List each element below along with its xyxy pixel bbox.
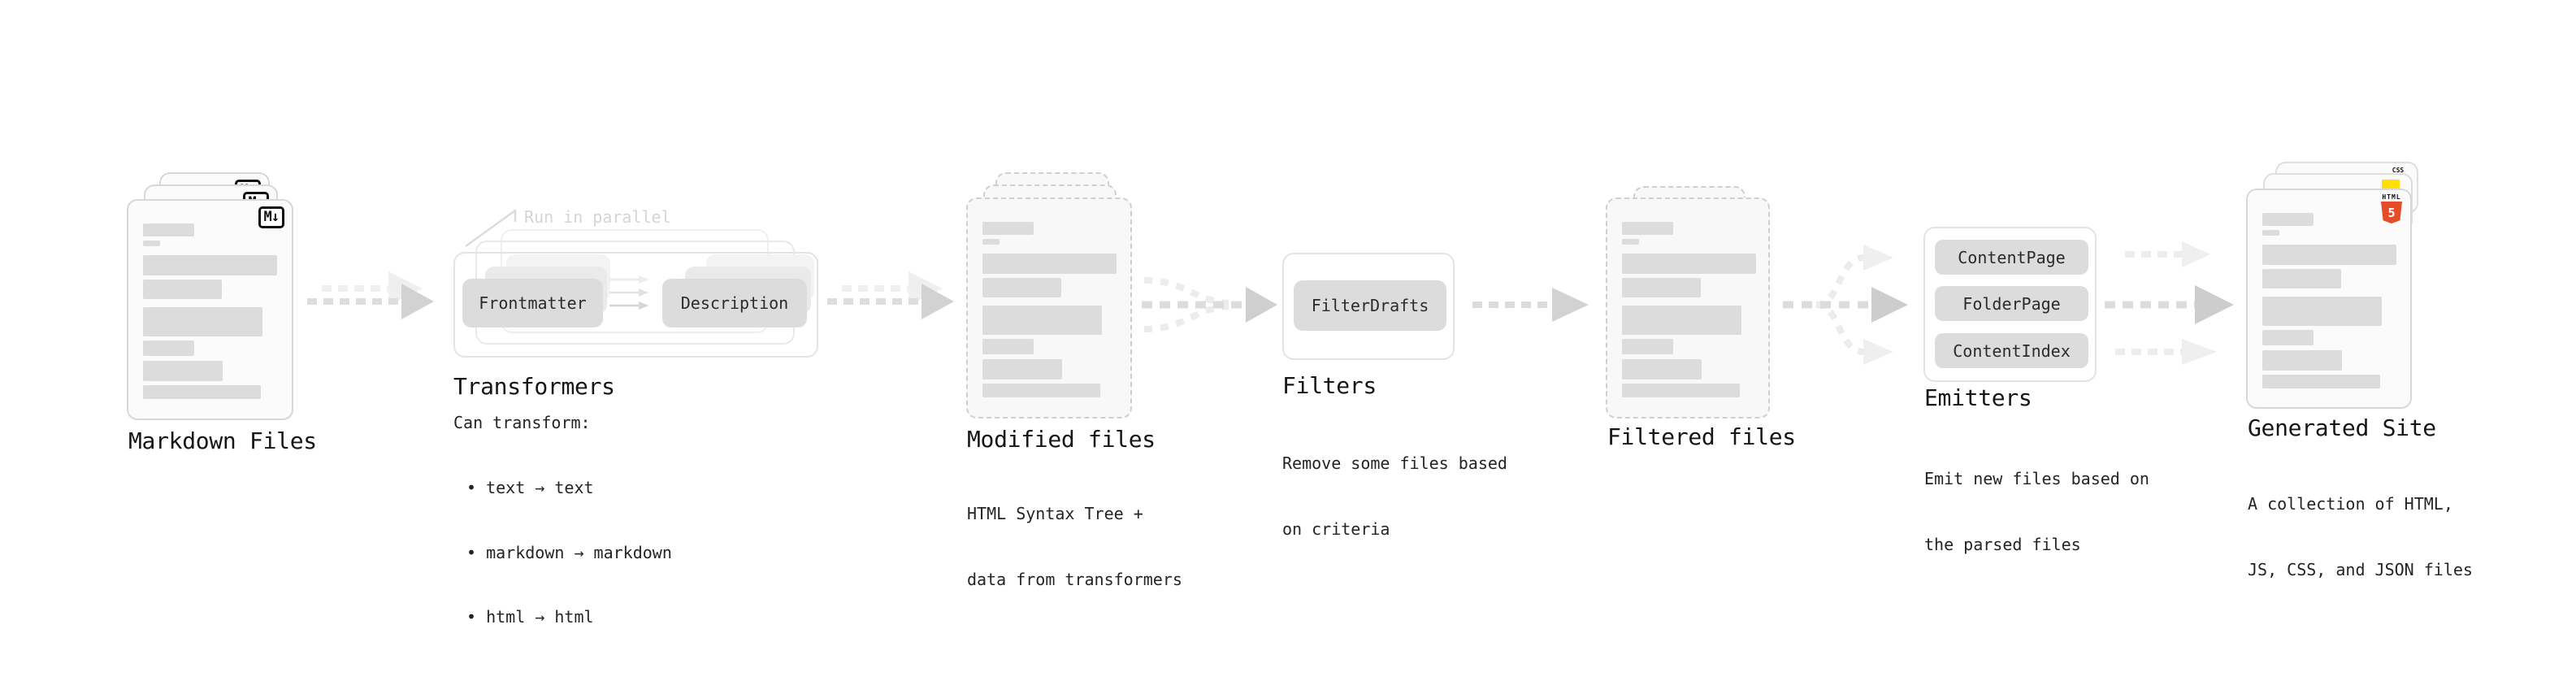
doc-line bbox=[982, 254, 1117, 274]
doc-line bbox=[2262, 230, 2279, 236]
doc-line bbox=[2262, 350, 2342, 371]
javascript-icon bbox=[2382, 180, 2400, 189]
emitters-desc: Emit new files based on the parsed files bbox=[1924, 424, 2149, 600]
doc-line bbox=[143, 361, 223, 381]
desc-line: the parsed files bbox=[1924, 535, 2081, 554]
doc-line bbox=[2262, 269, 2341, 288]
modified-files-desc: HTML Syntax Tree + data from transformer… bbox=[967, 459, 1182, 635]
generated-site-title: Generated Site bbox=[2248, 414, 2436, 441]
annotation-leader-line-icon bbox=[465, 209, 517, 248]
doc-line bbox=[1622, 254, 1756, 274]
doc-line bbox=[1622, 306, 1741, 335]
desc-line: Remove some files based bbox=[1282, 453, 1507, 473]
generated-site-stack: CSS HTML 5 bbox=[2246, 162, 2418, 410]
arrow-emitters-to-generated-icon bbox=[2105, 241, 2234, 365]
doc-line bbox=[1622, 384, 1740, 397]
bullet-item: • markdown → markdown bbox=[466, 542, 672, 562]
doc-line bbox=[2262, 297, 2382, 326]
doc-line bbox=[1622, 278, 1701, 297]
filtered-file-card-front bbox=[1606, 197, 1770, 419]
parallel-arrows-icon bbox=[609, 275, 648, 310]
doc-line bbox=[143, 307, 262, 336]
filtered-files-stack bbox=[1606, 186, 1776, 422]
modified-files-title: Modified files bbox=[967, 426, 1156, 453]
folderpage-pill: FolderPage bbox=[1935, 286, 2088, 321]
doc-line bbox=[982, 278, 1061, 297]
doc-line bbox=[143, 280, 222, 299]
transformers-group: Frontmatter Description bbox=[453, 229, 821, 361]
doc-line bbox=[2262, 213, 2314, 226]
arrow-markdown-to-transformers-icon bbox=[307, 271, 434, 319]
arrow-transformers-to-modified-icon bbox=[827, 271, 954, 319]
desc-line: on criteria bbox=[1282, 519, 1390, 539]
markdown-file-card-front: M↓ bbox=[127, 199, 293, 420]
contentindex-pill: ContentIndex bbox=[1935, 333, 2088, 368]
doc-line bbox=[982, 339, 1034, 354]
transformers-bullets: • text → text • markdown → markdown • ht… bbox=[466, 434, 672, 671]
markdown-files-title: Markdown Files bbox=[128, 427, 317, 454]
doc-line bbox=[1622, 222, 1673, 235]
doc-line bbox=[982, 384, 1100, 397]
run-in-parallel-label: Run in parallel bbox=[524, 207, 671, 227]
doc-line bbox=[143, 255, 277, 275]
doc-line bbox=[2262, 245, 2396, 265]
generated-file-card-front: HTML 5 bbox=[2246, 189, 2412, 409]
transformers-desc: Can transform: bbox=[453, 413, 591, 432]
emitters-title: Emitters bbox=[1924, 384, 2032, 411]
desc-line: Emit new files based on bbox=[1924, 469, 2149, 488]
bullet-item: • html → html bbox=[466, 607, 594, 627]
doc-line bbox=[982, 239, 1000, 245]
doc-line bbox=[143, 223, 194, 236]
filters-title: Filters bbox=[1282, 372, 1377, 399]
markdown-icon: M↓ bbox=[258, 206, 284, 228]
doc-line bbox=[1622, 339, 1673, 354]
desc-line: JS, CSS, and JSON files bbox=[2248, 560, 2473, 579]
desc-line: HTML Syntax Tree + bbox=[967, 504, 1143, 523]
contentpage-pill: ContentPage bbox=[1935, 240, 2088, 275]
css-icon-label: CSS bbox=[2392, 167, 2405, 174]
doc-line bbox=[1622, 239, 1639, 245]
bullet-item: • text → text bbox=[466, 478, 594, 497]
doc-line bbox=[2262, 330, 2314, 345]
generated-site-desc: A collection of HTML, JS, CSS, and JSON … bbox=[2248, 449, 2473, 625]
arrow-filters-to-filtered-icon bbox=[1472, 288, 1589, 322]
desc-line: A collection of HTML, bbox=[2248, 494, 2453, 514]
markdown-files-stack: M↓ M↓ M↓ bbox=[127, 162, 330, 422]
filtered-files-title: Filtered files bbox=[1607, 423, 1796, 450]
doc-line bbox=[143, 385, 261, 399]
modified-file-card-front bbox=[966, 197, 1132, 419]
modified-files-stack bbox=[966, 172, 1137, 420]
desc-line: data from transformers bbox=[967, 570, 1182, 589]
doc-line bbox=[2262, 375, 2380, 388]
filterdrafts-pill: FilterDrafts bbox=[1294, 280, 1446, 331]
html5-icon-shield: 5 bbox=[2381, 202, 2402, 223]
transformers-title: Transformers bbox=[453, 373, 615, 400]
filters-desc: Remove some files based on criteria bbox=[1282, 409, 1507, 584]
doc-line bbox=[982, 306, 1102, 335]
filters-panel: FilterDrafts bbox=[1282, 253, 1455, 360]
arrow-modified-to-filters-icon bbox=[1142, 277, 1277, 332]
description-pill: Description bbox=[662, 279, 807, 327]
emitters-panel: ContentPage FolderPage ContentIndex bbox=[1923, 227, 2097, 382]
doc-line bbox=[1622, 359, 1702, 380]
html5-icon-label: HTML bbox=[2382, 193, 2401, 201]
doc-line bbox=[143, 241, 160, 246]
html5-icon: HTML 5 bbox=[2379, 194, 2404, 223]
doc-line bbox=[982, 222, 1034, 235]
doc-line bbox=[982, 359, 1062, 380]
arrow-filtered-to-emitters-icon bbox=[1783, 245, 1908, 365]
frontmatter-pill: Frontmatter bbox=[462, 279, 603, 327]
transformer-box-front bbox=[453, 252, 818, 358]
doc-line bbox=[143, 340, 194, 356]
